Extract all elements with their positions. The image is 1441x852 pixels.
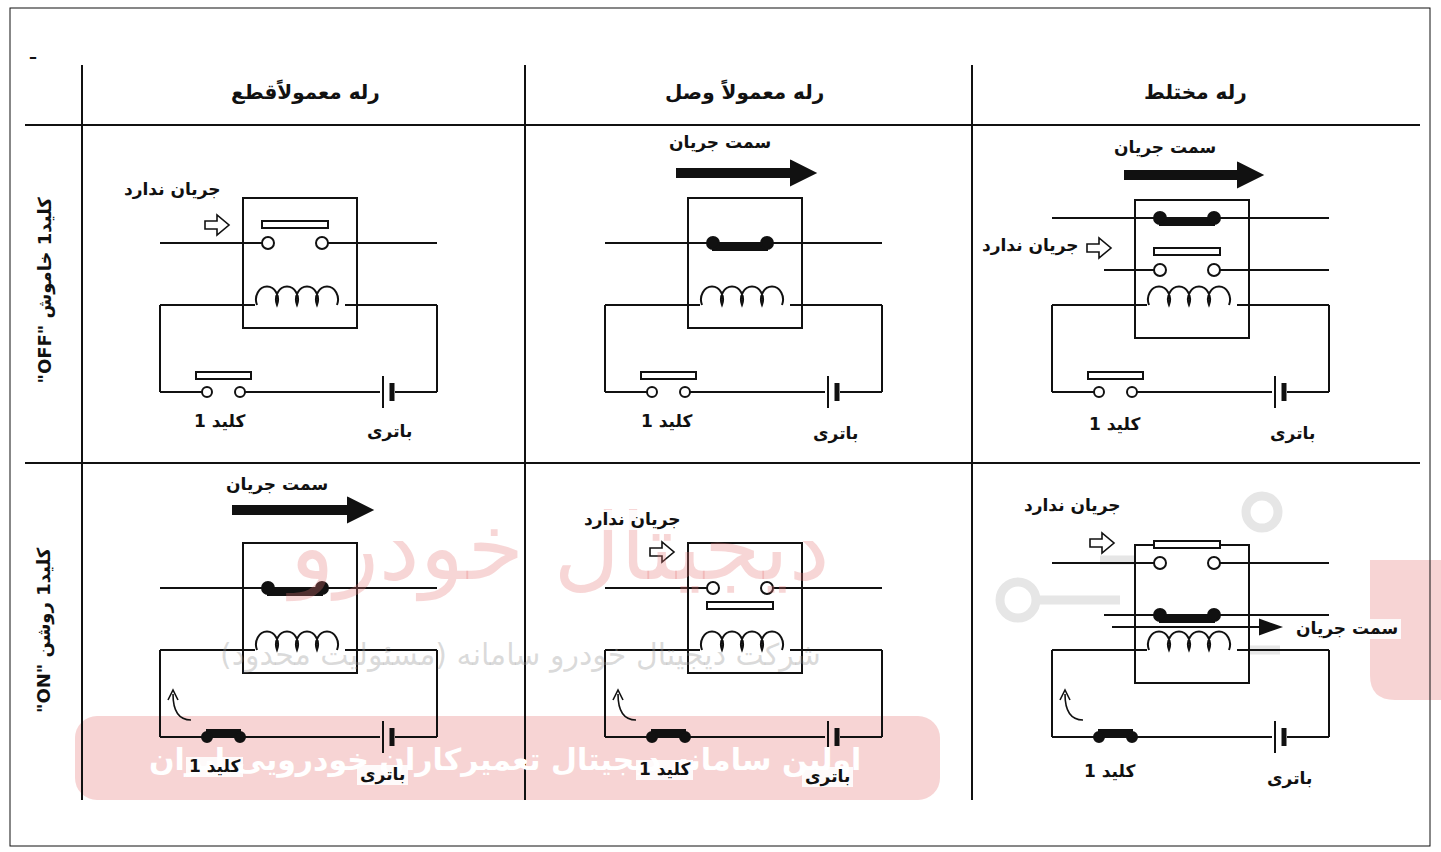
- row-header: کلید1 خاموش "OFF": [35, 197, 56, 383]
- switch-label: کلید 1: [194, 412, 245, 432]
- column-header: رله معمولاً وصل: [665, 81, 824, 104]
- switch-label: کلید 1: [1084, 762, 1135, 782]
- current-direction-label: سمت جریان: [1114, 138, 1216, 158]
- watermark: دیجیتال خودرو: [290, 495, 830, 601]
- watermark: شرکت دیجیتال خودرو سامانه (مسئولیت محدود…: [220, 638, 821, 673]
- row-header: کلید1 روشن "ON": [34, 548, 55, 713]
- relay-circuits: [160, 161, 1329, 753]
- switch-label: کلید 1: [1089, 415, 1140, 435]
- no-current-label: جریان ندارد: [124, 180, 221, 200]
- no-current-label: جریان ندارد: [1024, 496, 1121, 516]
- no-current-label: جریان ندارد: [982, 236, 1079, 256]
- switch-label: کلید 1: [636, 760, 693, 780]
- corner-mark: –: [29, 48, 37, 66]
- battery-label: باتری: [1267, 769, 1312, 789]
- battery-label: باتری: [813, 424, 858, 444]
- battery-label: باتری: [357, 765, 408, 785]
- column-header: رله معمولاًقطع: [231, 81, 380, 104]
- watermark-band: [75, 716, 940, 800]
- battery-label: باتری: [1270, 424, 1315, 444]
- battery-label: باتری: [367, 422, 412, 442]
- current-direction-label: سمت جریان: [669, 133, 771, 153]
- switch-label: کلید 1: [186, 757, 243, 777]
- watermark: اولین سامانه دیجیتال تعمیرکاران خودرویی …: [149, 743, 861, 778]
- table-grid: [10, 8, 1430, 846]
- current-direction-label: سمت جریان: [1293, 619, 1401, 639]
- no-current-label: جریان ندارد: [581, 510, 684, 530]
- switch-label: کلید 1: [641, 412, 692, 432]
- column-header: رله مختلط: [1144, 81, 1247, 104]
- battery-label: باتری: [802, 767, 853, 787]
- current-direction-label: سمت جریان: [226, 475, 328, 495]
